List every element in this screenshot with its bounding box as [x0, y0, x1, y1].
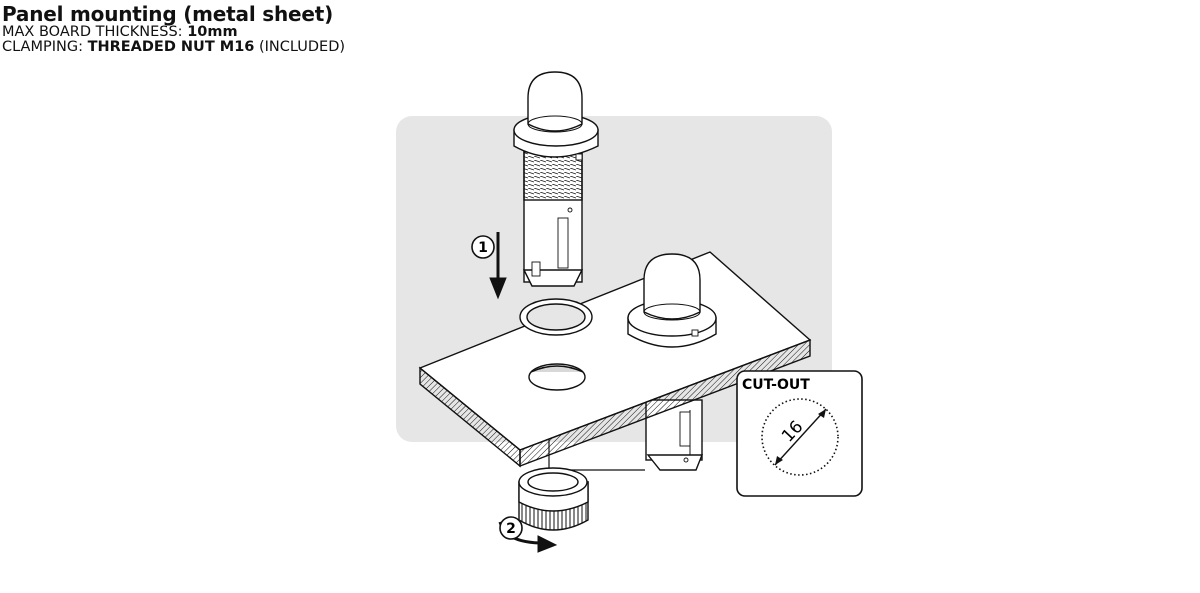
cutout-circle [761, 398, 839, 476]
step1-arrow [489, 232, 507, 300]
sealing-gasket [519, 298, 593, 336]
clamping-label: CLAMPING: [2, 39, 88, 56]
page-title: Panel mounting (metal sheet) [2, 2, 334, 26]
metal-panel [418, 251, 812, 468]
clamping-value: THREADED NUT M16 [87, 39, 255, 56]
step2-badge [499, 516, 523, 540]
diameter-line [774, 408, 827, 466]
mounted-indicator [627, 253, 717, 348]
step1-badge [471, 235, 495, 259]
clamping-suffix: (INCLUDED) [254, 39, 346, 56]
cutout-detail [736, 370, 863, 497]
max-thickness-value: 10mm [187, 24, 238, 40]
cutout-title: CUT-OUT [742, 377, 810, 393]
panel-cutout-hole [528, 363, 586, 391]
max-board-thickness: MAX BOARD THICKNESS: 10mm [2, 24, 345, 40]
step1-label: 1 [478, 240, 488, 256]
step2-label: 2 [506, 521, 516, 537]
indicator-light [513, 71, 599, 287]
clamping-spec: CLAMPING: THREADED NUT M16 (INCLUDED) [2, 40, 345, 55]
threaded-nut [518, 467, 589, 531]
header: Panel mounting (metal sheet) MAX BOARD T… [2, 4, 345, 55]
max-thickness-label: MAX BOARD THICKNESS: [2, 24, 188, 40]
